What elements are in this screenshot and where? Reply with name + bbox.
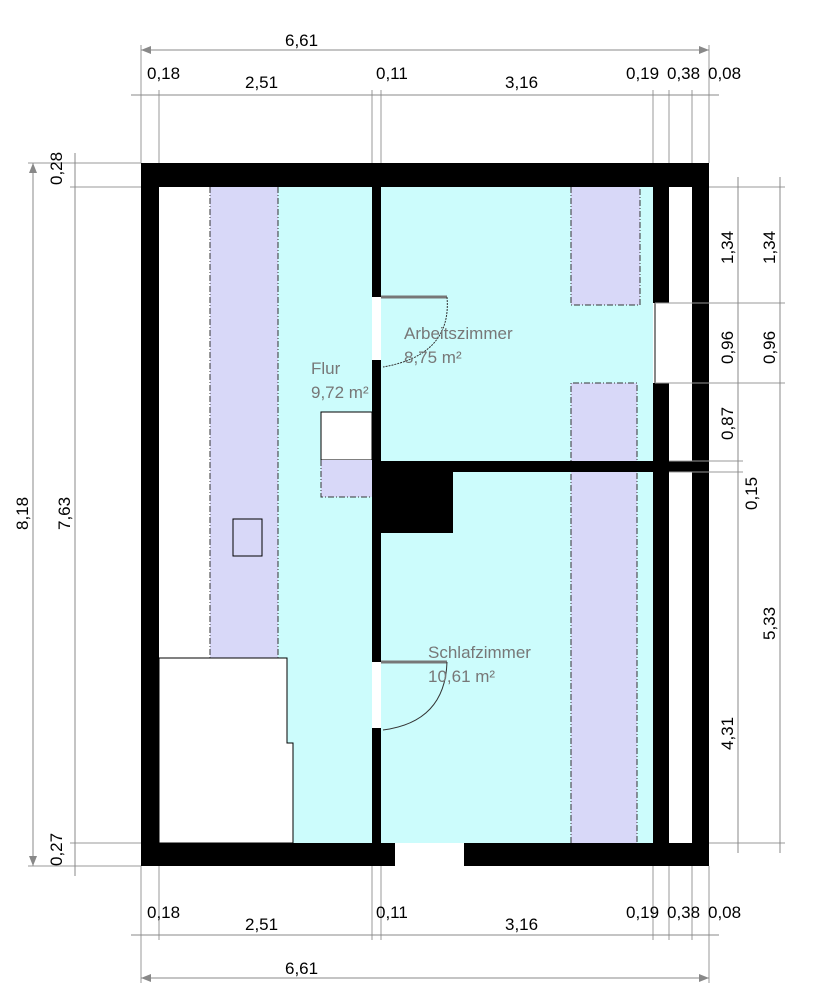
walls [141, 163, 709, 866]
dim-right-inner: 0,15 [742, 477, 761, 510]
dim-right-inner: 0,96 [718, 331, 737, 364]
room-labels: Flur 9,72 m² Arbeitszimmer 8,75 m² Schla… [311, 324, 531, 686]
dim-right-outer: 5,33 [760, 607, 779, 640]
dim-left-seg: 0,28 [47, 152, 66, 185]
room-area-flur: 9,72 m² [311, 383, 369, 402]
dim-left-seg: 0,27 [47, 833, 66, 866]
dim-bottom-seg: 0,19 [626, 903, 659, 922]
dim-top-seg: 0,11 [376, 64, 408, 83]
dim-top-total: 6,61 [285, 31, 318, 50]
room-name-flur: Flur [311, 359, 341, 378]
dim-bottom-seg: 0,18 [147, 903, 180, 922]
room-fills [158, 187, 653, 844]
dim-right-outer: 0,96 [760, 331, 779, 364]
dim-right-inner: 4,31 [718, 717, 737, 750]
dimension-labels: 6,61 0,18 2,51 0,11 3,16 0,19 0,38 0,08 … [13, 31, 779, 978]
dim-bottom-seg: 2,51 [245, 915, 278, 934]
room-area-schlafzimmer: 10,61 m² [428, 667, 495, 686]
room-name-arbeitszimmer: Arbeitszimmer [404, 324, 513, 343]
dim-right-inner: 1,34 [718, 231, 737, 264]
dim-right-outer: 1,34 [760, 231, 779, 264]
dim-bottom-seg: 0,11 [376, 903, 408, 922]
dim-top-seg: 0,19 [626, 64, 659, 83]
dim-top-seg: 2,51 [245, 73, 278, 92]
dim-top-seg: 0,38 [667, 64, 700, 83]
dim-top-seg: 0,08 [708, 64, 741, 83]
dimension-lines [29, 46, 781, 982]
room-name-schlafzimmer: Schlafzimmer [428, 643, 531, 662]
doors[interactable] [381, 295, 448, 731]
dim-bottom-seg: 0,38 [667, 903, 700, 922]
dim-top-seg: 0,18 [147, 64, 180, 83]
dim-top-seg: 3,16 [505, 73, 538, 92]
dim-bottom-seg: 3,16 [505, 915, 538, 934]
room-area-arbeitszimmer: 8,75 m² [404, 348, 462, 367]
dim-left-total: 8,18 [13, 497, 32, 530]
dim-right-inner: 0,87 [718, 407, 737, 440]
extension-lines [28, 45, 785, 983]
dim-bottom-seg: 0,08 [708, 903, 741, 922]
dim-bottom-total: 6,61 [285, 959, 318, 978]
dim-left-seg: 7,63 [55, 497, 74, 530]
